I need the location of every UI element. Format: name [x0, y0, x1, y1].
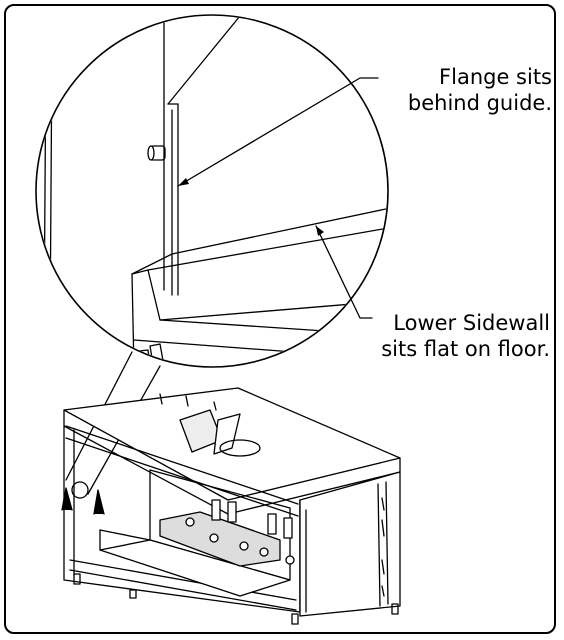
flange-callout: Flange sits behind guide.	[408, 64, 552, 116]
sidewall-callout: Lower Sidewall sits flat on floor.	[381, 310, 550, 362]
sidewall-leader	[315, 225, 373, 319]
flange-callout-line-2: behind guide.	[407, 91, 552, 115]
detail-location-marker	[71, 481, 89, 499]
callout-leaders	[177, 77, 379, 319]
sidewall-callout-line-2: sits flat on floor.	[381, 337, 550, 361]
left-up-arrow	[61, 487, 73, 511]
detail-magnifier	[35, 14, 389, 368]
sidewall-top-edge	[131, 205, 387, 275]
flange-leader	[177, 77, 379, 187]
right-side-panel	[299, 471, 401, 617]
right-up-arrow	[93, 489, 105, 515]
fireplace-chassis	[61, 387, 401, 625]
flange-callout-line-1: Flange sits	[439, 65, 552, 89]
sidewall-callout-line-1: Lower Sidewall	[393, 311, 550, 335]
firebox-floor	[99, 539, 291, 597]
